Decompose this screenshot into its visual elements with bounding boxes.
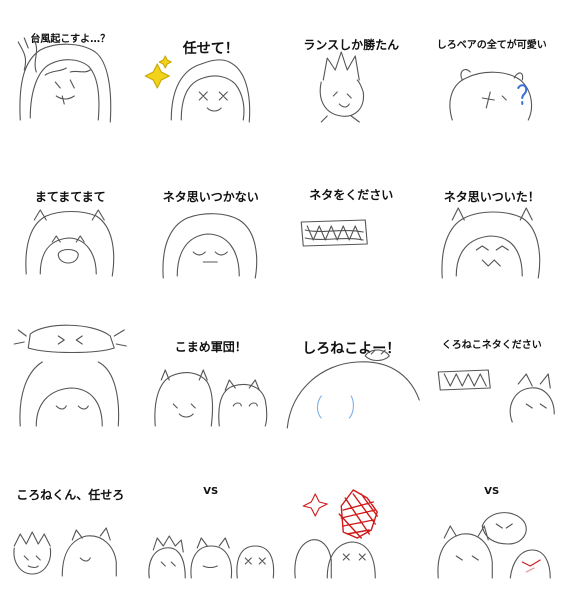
axolotl-hat-character-drawing xyxy=(13,324,127,427)
sticker-give-me-ideas[interactable]: ネタをください xyxy=(281,150,422,300)
sticker-red-scribble[interactable] xyxy=(281,450,422,600)
trio-characters-drawing xyxy=(147,535,274,579)
sticker-caption: ランスしか勝たん xyxy=(303,38,400,52)
sticker-caption: しろねこよー！ xyxy=(302,341,401,357)
sticker-caption: こまめ軍団！ xyxy=(174,340,247,354)
sticker-no-ideas[interactable]: ネタ思いつかない xyxy=(141,150,282,300)
scribble-box-drawing xyxy=(300,219,368,247)
duo-characters-drawing xyxy=(436,512,551,579)
sticker-vs-trio[interactable]: VS xyxy=(141,450,282,600)
sticker-wait-wait[interactable]: まてまてまて xyxy=(0,150,141,300)
sticker-komame-squad[interactable]: こまめ軍団！ xyxy=(141,300,282,450)
sleepy-character-drawing xyxy=(161,213,257,279)
white-cat-drawing xyxy=(286,349,420,429)
sticker-vs-duo[interactable]: VS xyxy=(422,450,562,600)
sticker-caption: まてまてまて xyxy=(34,190,106,204)
black-cat-drawing xyxy=(437,369,555,423)
sticker-white-bear-cute[interactable]: しろベアの全てが可愛い xyxy=(422,0,562,150)
sticker-caption: しろベアの全てが可愛い xyxy=(436,40,547,51)
screaming-character-drawing xyxy=(25,209,115,277)
sticker-axolotl-hat[interactable] xyxy=(0,300,141,450)
group-characters-drawing xyxy=(153,369,267,427)
sticker-caption: ネタをください xyxy=(309,188,394,202)
sticker-caption: ネタ思いつかない xyxy=(162,190,259,204)
sticker-caption: 台風起こすよ…？ xyxy=(30,34,111,45)
sticker-black-cat-ideas[interactable]: くろねこネタください xyxy=(422,300,562,450)
white-bear-drawing xyxy=(448,69,532,121)
typhoon-character-drawing xyxy=(17,37,112,123)
sticker-caption: 任せて！ xyxy=(182,41,239,57)
sticker-caption: くろねこネタください xyxy=(441,340,542,351)
sticker-caption: ころねくん、任せろ xyxy=(16,488,125,502)
sticker-got-an-idea[interactable]: ネタ思いついた！ xyxy=(422,150,562,300)
sticker-only-lance[interactable]: ランスしか勝たん xyxy=(281,0,422,150)
sticker-caption: VS xyxy=(203,486,219,497)
sparkle-character-drawing xyxy=(144,55,250,123)
sticker-white-cat[interactable]: しろねこよー！ xyxy=(281,300,422,450)
sticker-caption: VS xyxy=(484,486,500,497)
sticker-koronekun[interactable]: ころねくん、任せろ xyxy=(0,450,141,600)
red-scribble-drawing xyxy=(294,489,378,579)
spiky-characters-drawing xyxy=(13,527,117,577)
sticker-caption: ネタ思いついた！ xyxy=(443,190,540,204)
crowned-character-drawing xyxy=(319,51,365,123)
sticker-leave-it-to-me[interactable]: 任せて！ xyxy=(141,0,282,150)
sticker-typhoon[interactable]: 台風起こすよ…？ xyxy=(0,0,141,150)
happy-character-drawing xyxy=(440,207,540,279)
